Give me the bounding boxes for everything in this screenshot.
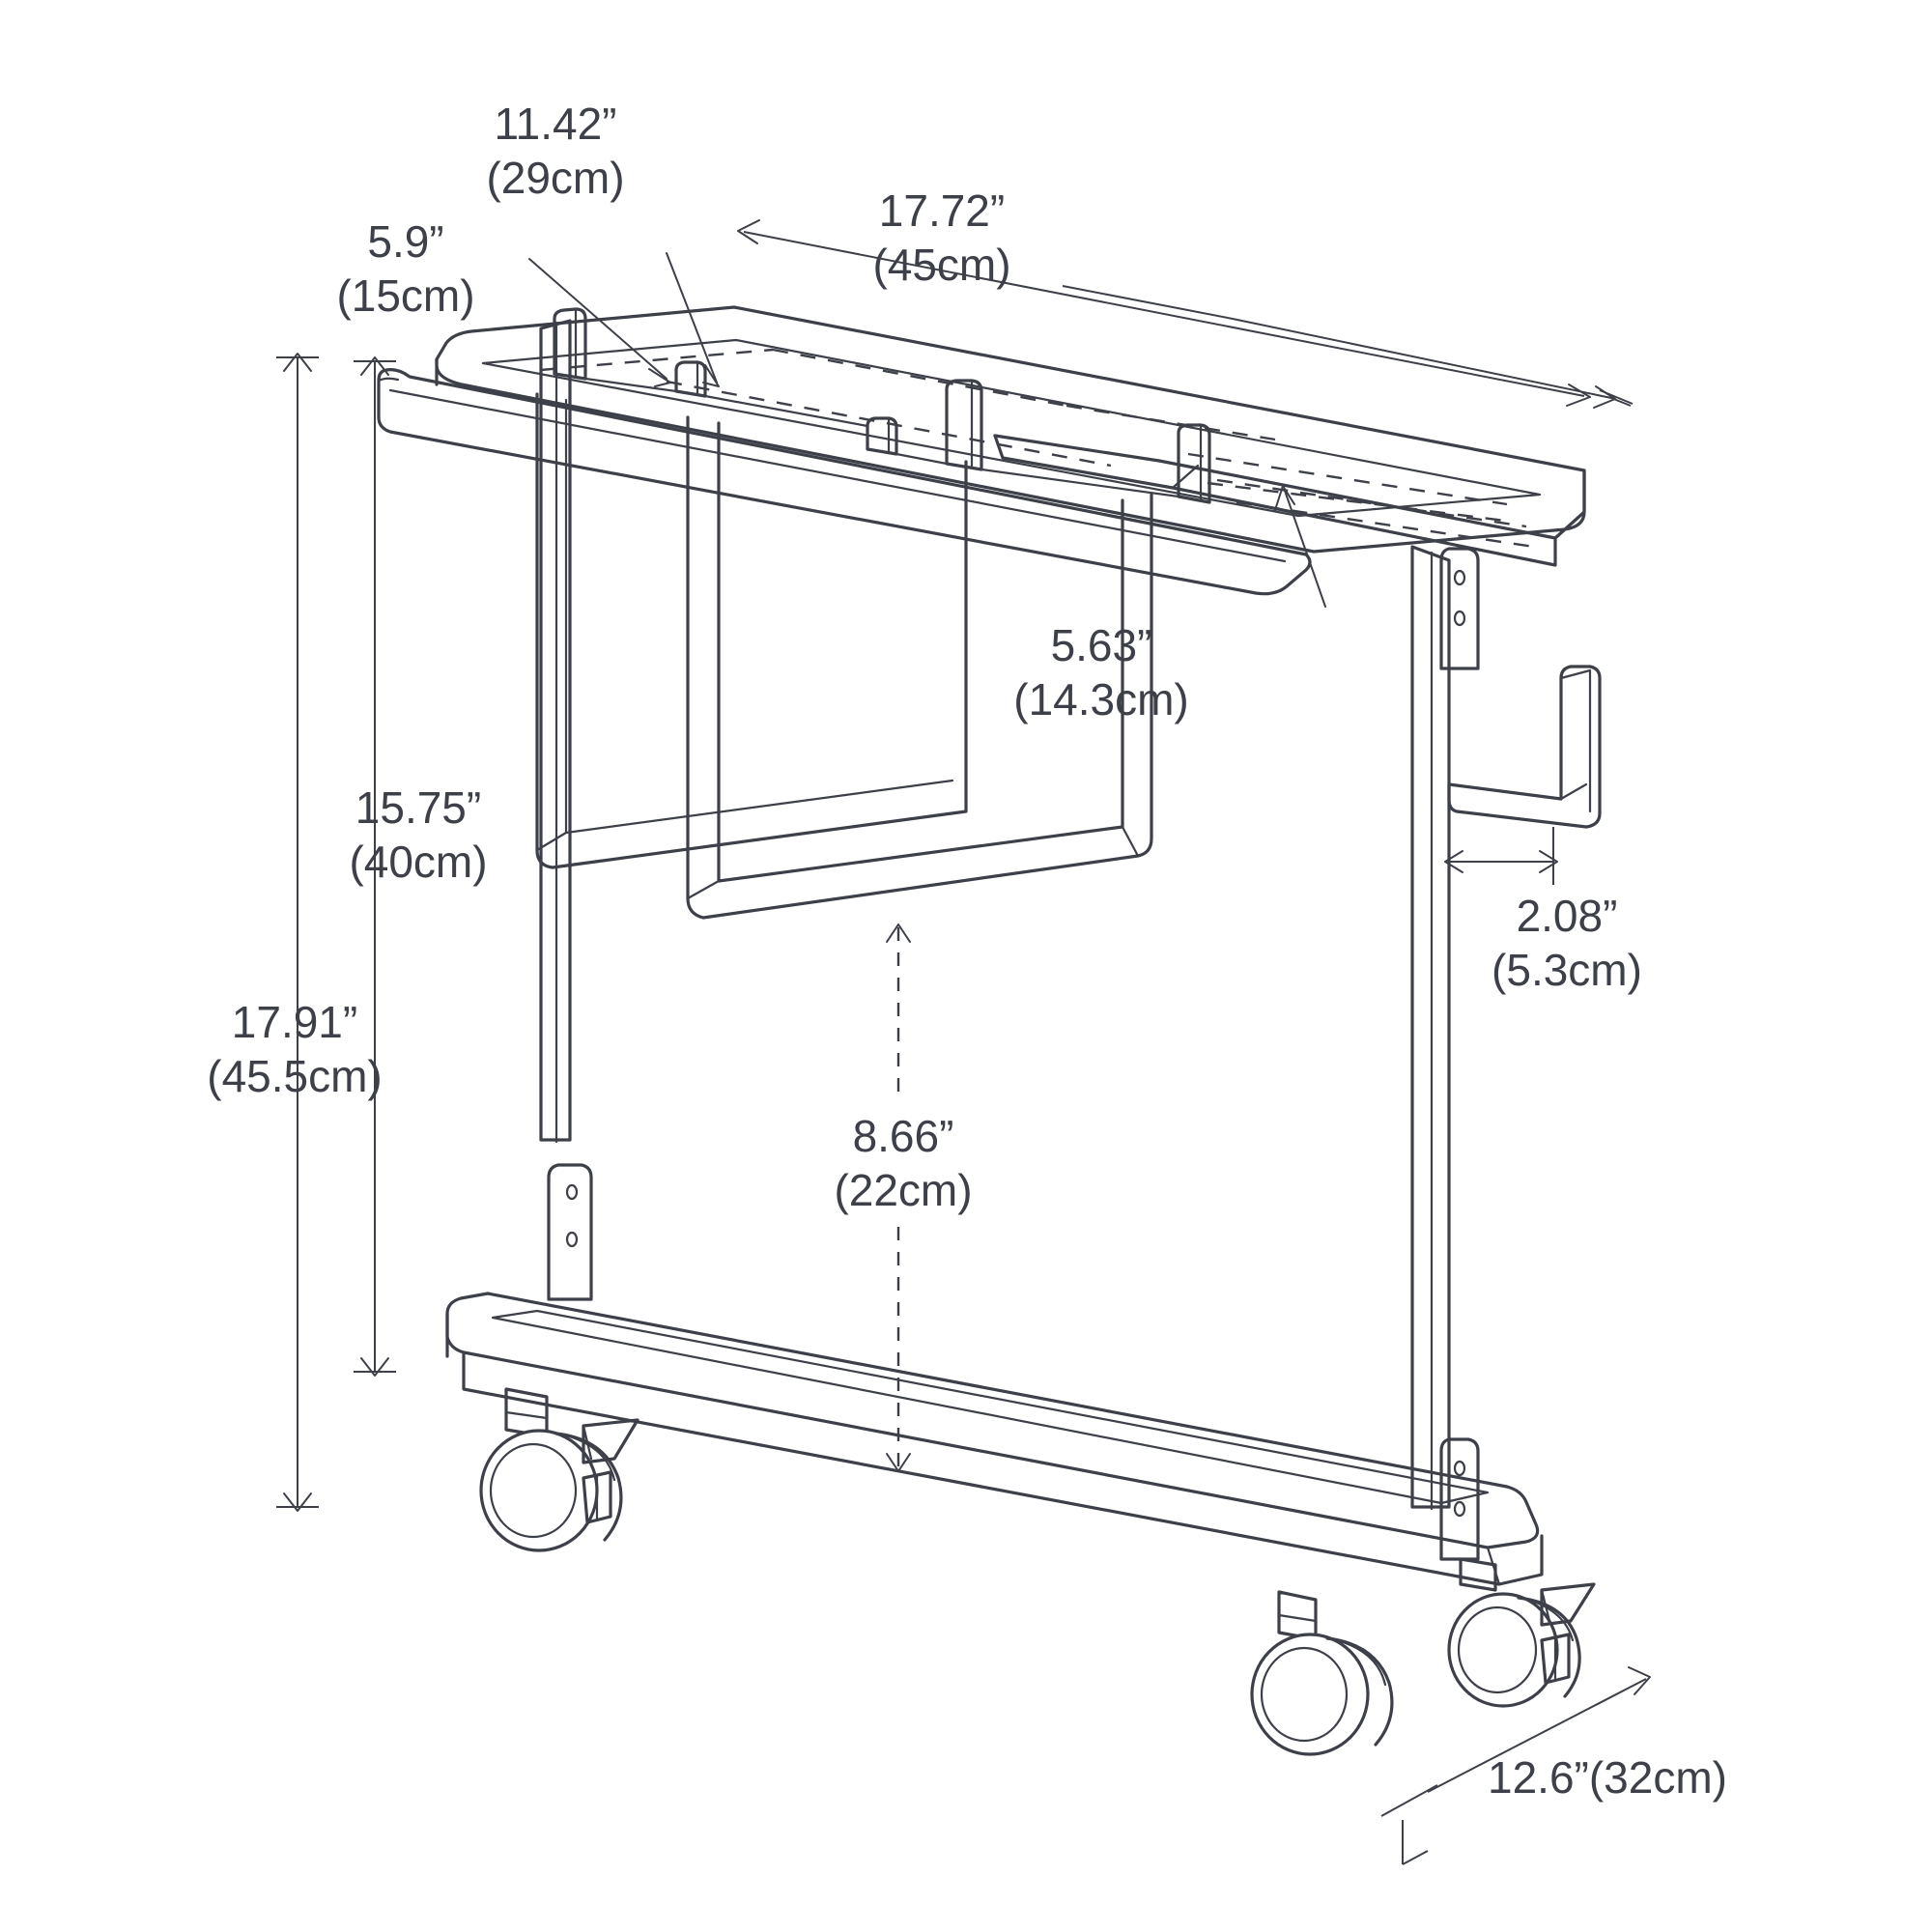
left-leg (539, 319, 593, 1301)
dim-label-11-42-imperial: 11.42” (494, 99, 617, 149)
dim-label-12-6: 12.6”(32cm) (1488, 1750, 1893, 1804)
side-hook (1447, 665, 1602, 829)
dim-label-5-63-imperial: 5.63” (1050, 620, 1152, 670)
dim-label-17-72-imperial: 17.72” (878, 185, 1006, 236)
top-tray (435, 305, 1586, 554)
dim-height-top-tray (354, 356, 396, 1377)
dim-label-5-9-imperial: 5.9” (367, 216, 444, 267)
top-rail (377, 368, 1312, 596)
dim-hook-depth (1444, 811, 1558, 885)
dim-label-17-91: 17.91” (45.5cm) (155, 995, 435, 1103)
dim-label-11-42-metric: (29cm) (486, 153, 625, 203)
dim-label-2-08: 2.08” (5.3cm) (1461, 889, 1673, 997)
dim-label-15-75: 15.75” (40cm) (288, 781, 549, 889)
right-leg (1410, 545, 1480, 1561)
dim-overall-depth (1380, 1666, 1651, 1865)
caster-rear (1447, 1557, 1596, 1708)
dim-label-8-66-imperial: 8.66” (852, 1111, 954, 1161)
dim-label-15-75-imperial: 15.75” (355, 782, 482, 833)
dim-label-5-63-metric: (14.3cm) (1013, 674, 1189, 724)
dim-shelf-clearance (886, 923, 911, 1472)
dim-label-17-91-imperial: 17.91” (231, 997, 358, 1047)
caster-front (479, 1387, 639, 1552)
dim-label-12-6-imperial: 12.6”(32cm) (1488, 1752, 1727, 1803)
leader-11-42 (666, 252, 720, 387)
dim-label-17-72: 17.72” (45cm) (816, 184, 1067, 292)
dim-label-5-9-metric: (15cm) (336, 270, 475, 321)
dim-label-11-42: 11.42” (29cm) (435, 97, 676, 205)
dim-overall-length (1062, 285, 1632, 409)
dim-ticks (1599, 389, 1634, 405)
dim-label-17-72-metric: (45cm) (872, 240, 1011, 290)
leader-5-9 (528, 258, 671, 387)
dim-top-tray-width (737, 219, 1591, 407)
dim-overall-height (276, 353, 319, 1512)
dim-label-8-66-metric: (22cm) (834, 1165, 973, 1215)
caster-center (1250, 1590, 1394, 1756)
dim-label-17-91-metric: (45.5cm) (207, 1051, 383, 1101)
dim-label-15-75-metric: (40cm) (349, 837, 488, 887)
leader-5-63 (1274, 485, 1326, 608)
magazine-rack (535, 392, 1153, 920)
dim-label-2-08-imperial: 2.08” (1516, 891, 1618, 941)
bottom-shelf (445, 1292, 1544, 1586)
dim-label-5-9: 5.9” (15cm) (290, 214, 522, 323)
dim-label-5-63: 5.63” (14.3cm) (966, 618, 1236, 726)
dim-label-8-66: 8.66” (22cm) (792, 1109, 1014, 1217)
divider-posts (553, 307, 1211, 504)
dim-label-2-08-metric: (5.3cm) (1492, 945, 1642, 995)
lower-right-tray (993, 434, 1586, 567)
